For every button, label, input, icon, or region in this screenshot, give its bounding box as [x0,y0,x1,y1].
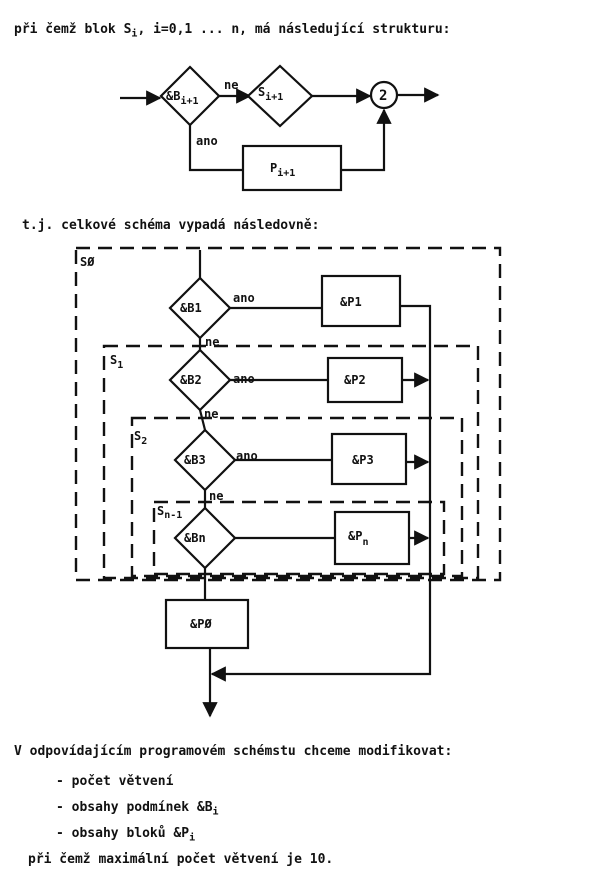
condition-label-b1: &B1 [180,301,202,315]
proc-label-p3: &P3 [352,453,374,467]
merge-return-arrow [210,660,432,682]
intro-text: při čemž blok Si, i=0,1 ... n, má násled… [14,22,451,40]
ne-label-1: ne [205,335,219,349]
condition-label-b2: &B2 [180,373,202,387]
top-proc-box [241,144,343,192]
footer-item-1: - počet větvení [56,774,173,789]
footer-final: při čemž maximální počet větvení je 10. [28,852,334,867]
top-block-label: Si+1 [258,85,283,103]
frame-label-s2: S2 [134,429,147,447]
intro-main: při čemž blok S [14,22,132,37]
final-block-label: &PØ [190,617,212,631]
proc-box-p1 [320,274,402,328]
footer-item-3-sub: i [189,832,196,844]
frame-label-s0: SØ [80,255,95,269]
frame-label-s1: S1 [110,353,123,371]
top-block-diamond [246,64,314,128]
footer-item-2-text: - obsahy podmínek &B [56,800,213,815]
frame-s1 [102,344,480,580]
condition-label-b3: &B3 [184,453,206,467]
main-diagram: SØ S1 S2 Sn-1 &B1 &B2 &B3 &Bn ne ne ne a… [74,246,502,718]
proc-label-p2: &P2 [344,373,366,387]
ne-label-2: ne [204,407,218,421]
proc-label-pn: &Pn [348,529,368,548]
footer-item-2-sub: i [212,806,219,818]
footer-item-3: - obsahy bloků &Pi [56,826,195,844]
intro-rest: , i=0,1 ... n, má následující strukturu: [137,22,451,37]
frame-s0 [74,246,502,582]
ano-label-1: ano [233,291,255,305]
p1-merge-line [400,304,432,660]
top-proc-label: Pi+1 [270,161,295,179]
frame-label-sn-1: Sn-1 [157,504,182,521]
intro-sub: i [131,28,138,40]
ne-label-3: ne [209,489,223,503]
footer-item-3-text: - obsahy bloků &P [56,826,190,841]
top-proc-to-junction [341,108,392,172]
top-structure: &Bi+1 ne Si+1 2 ano Pi+1 [120,64,440,192]
ne-line-2 [198,409,207,431]
proc-box-pn [333,510,411,566]
top-ano-label: ano [196,134,218,148]
frame-s2 [130,416,464,578]
proc-box-p2 [326,356,404,404]
ano-label-2: ano [233,372,255,386]
proc-label-p1: &P1 [340,295,362,309]
middle-text: t.j. celkové schéma vypadá následovně: [22,218,320,233]
footer-item-2: - obsahy podmínek &Bi [56,800,219,818]
proc-box-p3 [330,432,408,486]
top-ano-path [188,125,243,172]
ano-label-3: ano [236,449,258,463]
footer-item-1-text: - počet větvení [56,774,174,789]
top-condition-label: &Bi+1 [166,89,199,107]
condition-label-bn: &Bn [184,531,206,545]
final-block-box [164,598,250,650]
footer-intro: V odpovídajícím programovém schémstu chc… [14,744,453,759]
top-ne-label: ne [224,78,238,92]
frame-sn-1 [152,500,446,576]
top-junction-label: 2 [379,88,387,104]
